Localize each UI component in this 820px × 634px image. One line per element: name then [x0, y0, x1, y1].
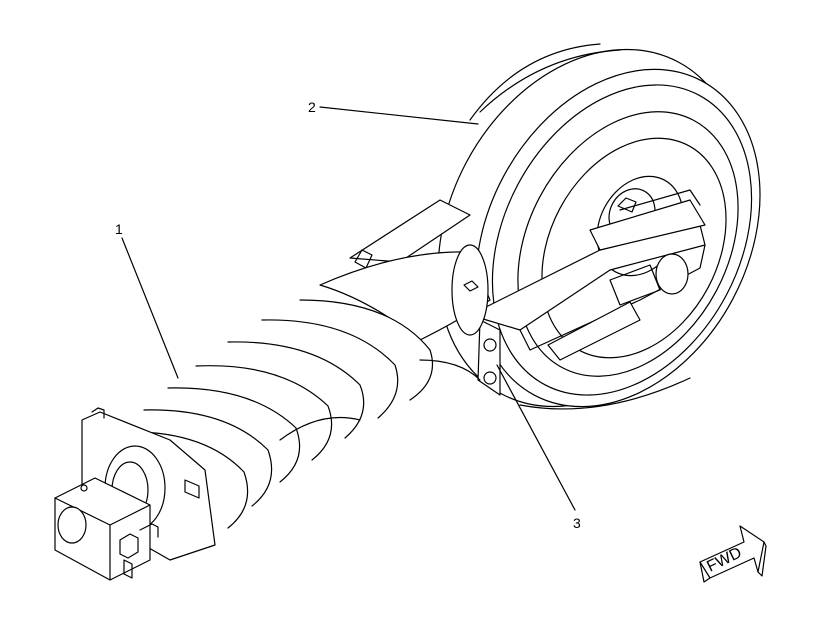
forward-arrow-icon: FWD: [699, 525, 767, 583]
yoke-bracket: [469, 189, 706, 396]
leader-line-2: [319, 106, 479, 125]
recoil-spring-assembly: [54, 199, 491, 581]
callout-1: 1: [115, 221, 123, 237]
leader-line-3: [496, 364, 576, 511]
callout-3: 3: [573, 515, 581, 531]
callout-2: 2: [308, 99, 316, 115]
leader-line-1: [121, 237, 179, 379]
